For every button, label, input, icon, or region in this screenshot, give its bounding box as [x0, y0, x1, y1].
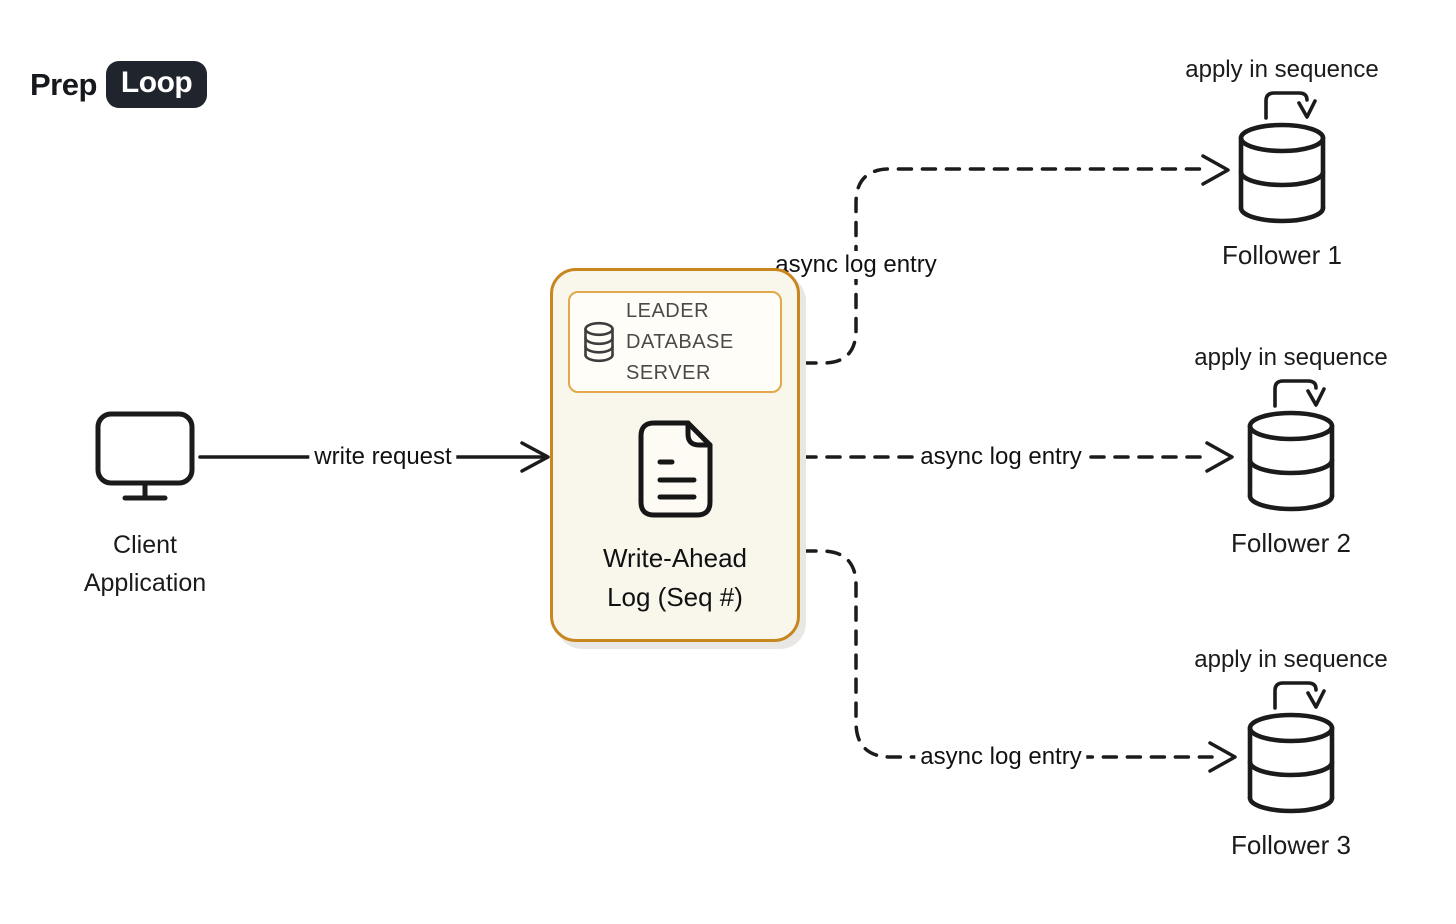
monitor-icon	[95, 411, 195, 501]
client-label-line2: Application	[83, 569, 207, 597]
database-icon	[584, 321, 614, 363]
document-icon	[638, 420, 713, 518]
logo-prefix-text: Prep	[30, 66, 97, 102]
apply-in-sequence-label: apply in sequence	[1194, 344, 1388, 371]
leader-header-title: LEADER DATABASE SERVER	[626, 299, 734, 384]
client-node-label: Client Application	[25, 526, 265, 602]
async-label-3: async log entry	[915, 743, 1087, 771]
follower-name: Follower 1	[1222, 240, 1342, 270]
database-cylinder-icon	[1238, 122, 1326, 224]
leader-caption-line2: Log (Seq #)	[607, 582, 743, 612]
follower-node-3: apply in sequence Follower 3	[1181, 645, 1401, 861]
leader-node: LEADER DATABASE SERVER Write-Ahead Log (…	[550, 268, 800, 642]
database-cylinder-icon	[1247, 712, 1335, 814]
leader-caption-line1: Write-Ahead	[602, 543, 748, 573]
follower-name: Follower 3	[1231, 830, 1351, 860]
async-edge-follower-3	[801, 549, 1237, 773]
client-label-line1: Client	[113, 531, 177, 559]
loop-arrow-icon	[1264, 91, 1317, 120]
apply-in-sequence-label: apply in sequence	[1194, 646, 1388, 673]
database-cylinder-icon	[1247, 410, 1335, 512]
brand-logo: Prep Loop	[30, 61, 208, 108]
follower-node-2: apply in sequence Follower 2	[1181, 343, 1401, 559]
write-request-label: write request	[309, 443, 457, 471]
loop-arrow-icon	[1273, 681, 1326, 710]
follower-name: Follower 2	[1231, 528, 1351, 558]
loop-arrow-icon	[1273, 379, 1326, 408]
async-label-2: async log entry	[915, 443, 1087, 471]
logo-badge: Loop	[105, 61, 208, 108]
leader-header-box: LEADER DATABASE SERVER	[568, 291, 782, 393]
leader-caption: Write-Ahead Log (Seq #)	[553, 539, 797, 617]
async-label-1: async log entry	[770, 251, 942, 279]
follower-node-1: apply in sequence Follower 1	[1172, 55, 1392, 271]
apply-in-sequence-label: apply in sequence	[1185, 56, 1379, 83]
